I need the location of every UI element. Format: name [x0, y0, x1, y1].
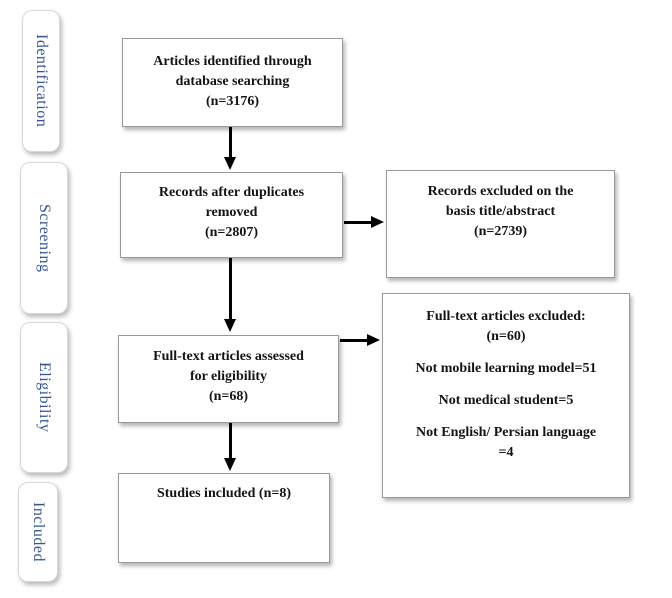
flow-box-articles-identified: Articles identified through database sea…	[122, 38, 343, 127]
stage-label-screening: Screening	[36, 203, 53, 273]
arrow-fulltext-to-fulltext-excluded-line	[340, 339, 369, 342]
stage-tab-included: Included	[18, 482, 58, 582]
arrow-identified-to-duplicates-line	[229, 127, 232, 159]
arrow-duplicates-to-records-excluded-line	[344, 221, 373, 224]
arrow-fulltext-to-included-line	[229, 423, 232, 459]
stage-label-eligibility: Eligibility	[36, 362, 53, 433]
arrow-duplicates-to-fulltext-line	[229, 258, 232, 320]
flow-box-duplicates-removed: Records after duplicates removed (n=2807…	[120, 172, 343, 258]
arrow-duplicates-to-fulltext-head	[224, 319, 236, 332]
stage-tab-eligibility: Eligibility	[20, 322, 68, 473]
flow-box-studies-included: Studies included (n=8)	[118, 473, 330, 563]
arrow-fulltext-to-fulltext-excluded-head	[367, 334, 380, 346]
arrow-duplicates-to-records-excluded-head	[371, 216, 384, 228]
flow-box-records-excluded: Records excluded on the basis title/abst…	[386, 170, 615, 278]
exclusion-reason-mobile-learning: Not mobile learning model=51	[415, 361, 597, 376]
flow-box-studies-included-text: Studies included (n=8)	[156, 486, 291, 501]
stage-label-identification: Identification	[33, 34, 50, 128]
flow-box-records-excluded-text: Records excluded on the basis title/abst…	[427, 184, 574, 239]
flow-box-fulltext-excluded: Full-text articles excluded: (n=60) Not …	[382, 293, 630, 498]
stage-tab-screening: Screening	[20, 162, 68, 314]
flow-box-fulltext-excluded-title: Full-text articles excluded: (n=60)	[426, 309, 586, 344]
stage-tab-identification: Identification	[22, 10, 60, 152]
exclusion-reason-language: Not English/ Persian language =4	[415, 425, 597, 460]
flow-box-fulltext-assessed: Full-text articles assessed for eligibil…	[118, 335, 339, 423]
stage-label-included: Included	[30, 502, 47, 562]
exclusion-reason-medical-student: Not medical student=5	[438, 393, 574, 408]
arrow-identified-to-duplicates-head	[224, 157, 236, 170]
arrow-fulltext-to-included-head	[224, 458, 236, 471]
flow-box-fulltext-assessed-text: Full-text articles assessed for eligibil…	[153, 349, 304, 404]
flow-box-articles-identified-text: Articles identified through database sea…	[153, 54, 312, 109]
flow-box-duplicates-removed-text: Records after duplicates removed (n=2807…	[158, 185, 305, 240]
